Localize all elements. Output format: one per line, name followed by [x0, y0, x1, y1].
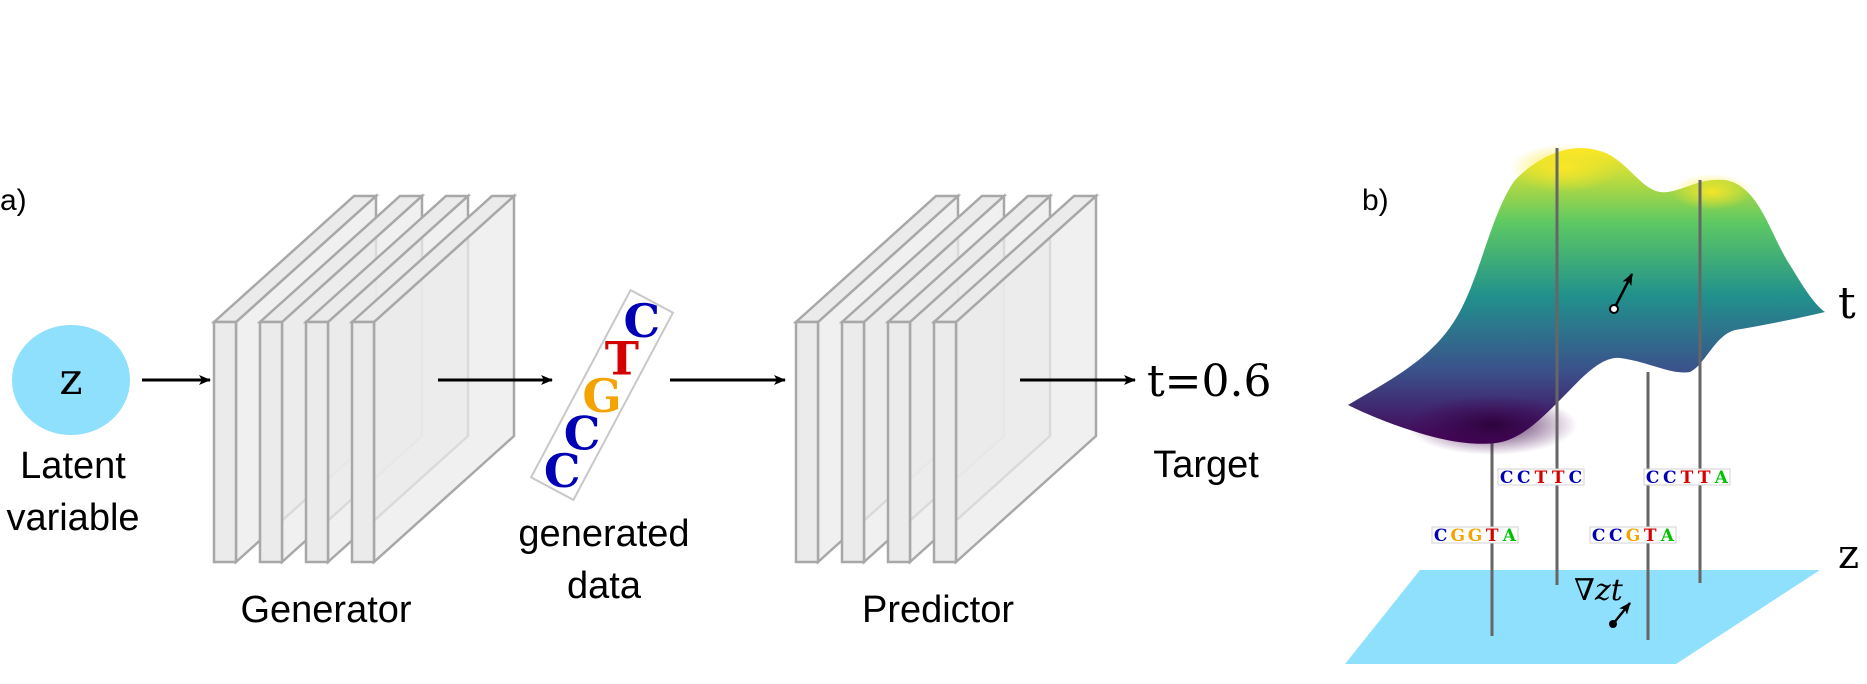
surface-gradient-arrow — [1609, 273, 1634, 314]
sequence-letter: T — [1681, 468, 1694, 488]
sequence-letter: T — [1552, 468, 1565, 488]
sequence-letter: C — [1517, 468, 1531, 488]
sequence-letter: G — [1626, 526, 1641, 546]
latent-variable: z Latent variable — [6, 325, 140, 539]
generator-layer-3-front — [304, 320, 330, 564]
predictor-label: Predictor — [862, 589, 1014, 631]
surface-minimum — [1407, 395, 1577, 455]
generated-letter-2: C — [564, 406, 601, 460]
generated-label-line2: data — [567, 565, 642, 607]
surface-peak-left — [1510, 144, 1620, 192]
sequence-letter: C — [1434, 526, 1448, 546]
target-label: Target — [1153, 444, 1259, 486]
sequence-label-s1-frame — [1497, 468, 1585, 486]
surface-body — [1348, 148, 1825, 444]
sequence-letter: A — [1502, 526, 1517, 546]
sequence-letter: T — [1698, 468, 1711, 488]
sequence-letter: T — [1644, 526, 1657, 546]
plane-gradient-arrow-origin — [1609, 620, 1617, 628]
sequence-letter: C — [1569, 468, 1583, 488]
generated-label-line1: generated — [518, 513, 689, 555]
axis-t-label: t — [1838, 278, 1856, 329]
surface-peak-right — [1672, 174, 1752, 210]
generated-sequence-frame — [529, 288, 675, 502]
sequence-letter: C — [1500, 468, 1514, 488]
generated-letter-4: T — [605, 332, 639, 386]
predictor-layer-3-front — [886, 320, 912, 564]
sequence-letter: T — [1486, 526, 1499, 546]
plane-gradient-arrow — [1609, 602, 1631, 628]
latent-label-line2: variable — [6, 497, 139, 539]
surface-gradient-arrow-origin — [1609, 304, 1619, 314]
surface-gradient-arrow-shaft — [1612, 273, 1634, 310]
generator-layer-1-front — [212, 320, 238, 564]
sequence-letter: C — [1609, 526, 1623, 546]
sequence-letter: C — [1592, 526, 1606, 546]
generator-layer-4-front — [350, 320, 376, 564]
latent-variable-node — [12, 325, 130, 435]
target-value: t=0.6 — [1147, 356, 1272, 407]
gradient-label: ∇zt — [1574, 573, 1624, 608]
generated-letter-1: C — [544, 444, 581, 498]
latent-plane — [1345, 570, 1820, 664]
generator-layer-2-front — [258, 320, 284, 564]
generated-letter-5: C — [623, 294, 660, 348]
panel-b-label: b) — [1362, 184, 1389, 217]
generator-stack — [210, 193, 518, 565]
panel-a-label: a) — [0, 184, 27, 217]
fitness-surface — [1348, 144, 1825, 455]
sequence-label-s4-frame — [1589, 526, 1677, 544]
sequence-letter: A — [1714, 468, 1729, 488]
latent-symbol: z — [59, 354, 82, 405]
projection-lines-upper — [1555, 148, 1702, 460]
sequence-letter: A — [1660, 526, 1675, 546]
sequence-letter: G — [1468, 526, 1483, 546]
sequence-letter: T — [1535, 468, 1548, 488]
sequence-letter: G — [1451, 526, 1466, 546]
generator-label: Generator — [240, 589, 411, 631]
plane-gradient-arrow-shaft — [1612, 602, 1631, 625]
predictor-layer-1-front — [794, 320, 820, 564]
axis-z-label: z — [1838, 532, 1859, 578]
predictor-layer-2-front — [840, 320, 866, 564]
sequence-label-s3-frame — [1431, 526, 1519, 544]
sequence-letter: C — [1646, 468, 1660, 488]
predictor-layer-4-front — [932, 320, 958, 564]
sequence-label-s2-frame — [1643, 468, 1731, 486]
sequence-letter: C — [1663, 468, 1677, 488]
latent-label-line1: Latent — [20, 445, 126, 487]
generated-letter-3: G — [582, 369, 621, 423]
